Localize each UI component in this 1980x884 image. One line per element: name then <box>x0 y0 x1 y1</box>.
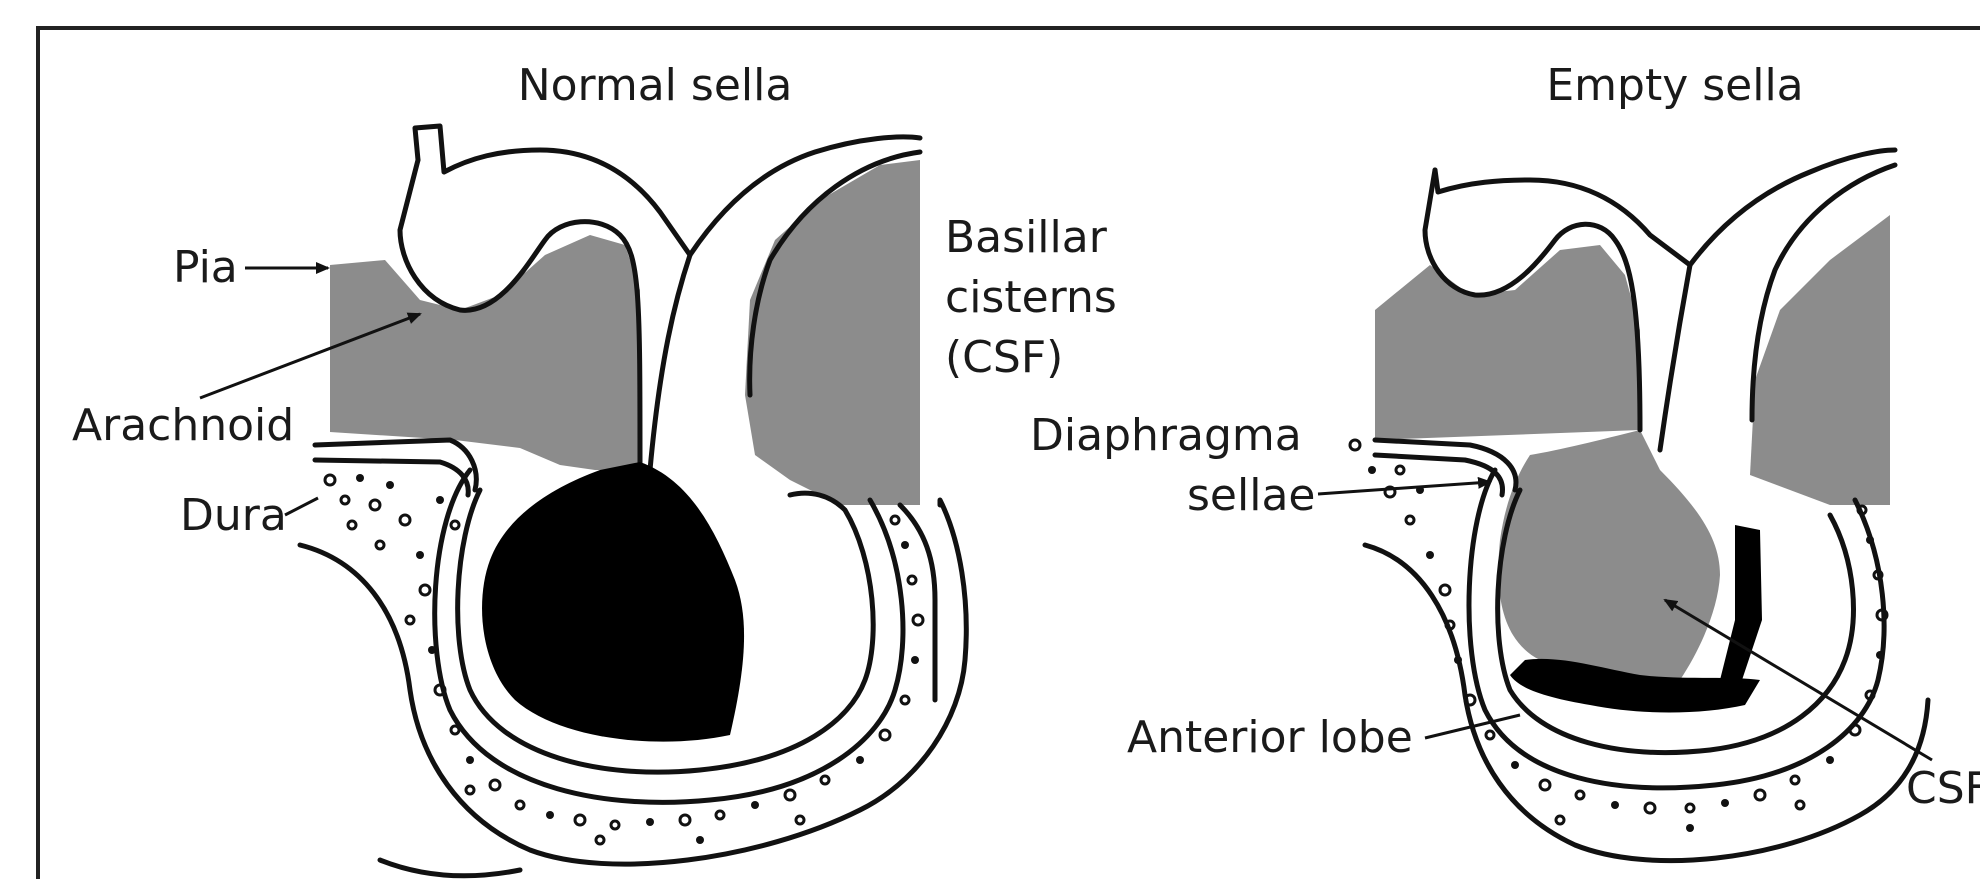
empty-stalk-right <box>1660 265 1690 450</box>
normal-stalk-right <box>650 255 690 470</box>
empty-sella-title: Empty sella <box>1546 60 1803 111</box>
anterior-lobe-label: Anterior lobe <box>1127 712 1413 763</box>
normal-sella-diagram: Normal sella Pia Arachnoid Dura Basillar… <box>72 60 1117 876</box>
normal-csf-right <box>745 160 920 505</box>
empty-sella-csf <box>1498 430 1720 684</box>
basillar-label-line2: cisterns <box>945 272 1117 323</box>
diaphragma-label-line1: Diaphragma <box>1030 410 1302 461</box>
empty-csf-left <box>1375 245 1640 440</box>
normal-clivus <box>380 860 520 876</box>
arachnoid-label: Arachnoid <box>72 400 294 451</box>
empty-brain-outline <box>1435 150 1895 265</box>
basillar-label-line1: Basillar <box>945 212 1108 263</box>
pia-label: Pia <box>173 242 238 293</box>
csf-label: CSF <box>1906 763 1980 814</box>
dura-label: Dura <box>180 490 287 541</box>
normal-dura-top2 <box>315 460 468 495</box>
diaphragma-label-line2: sellae <box>1187 470 1315 521</box>
normal-dura-right <box>900 505 935 700</box>
normal-sella-title: Normal sella <box>518 60 793 111</box>
empty-posterior-lobe <box>1720 525 1762 680</box>
normal-pituitary <box>482 462 744 742</box>
diaphragma-arrow <box>1318 482 1490 494</box>
empty-diaphragma-top <box>1375 440 1516 490</box>
dura-pointer <box>285 498 318 515</box>
empty-csf-right <box>1750 215 1890 505</box>
basillar-label-line3: (CSF) <box>945 332 1063 383</box>
normal-csf-left <box>330 235 640 470</box>
empty-sella-diagram: Empty sella Diaphragma sellae Anterior l… <box>1030 60 1980 861</box>
